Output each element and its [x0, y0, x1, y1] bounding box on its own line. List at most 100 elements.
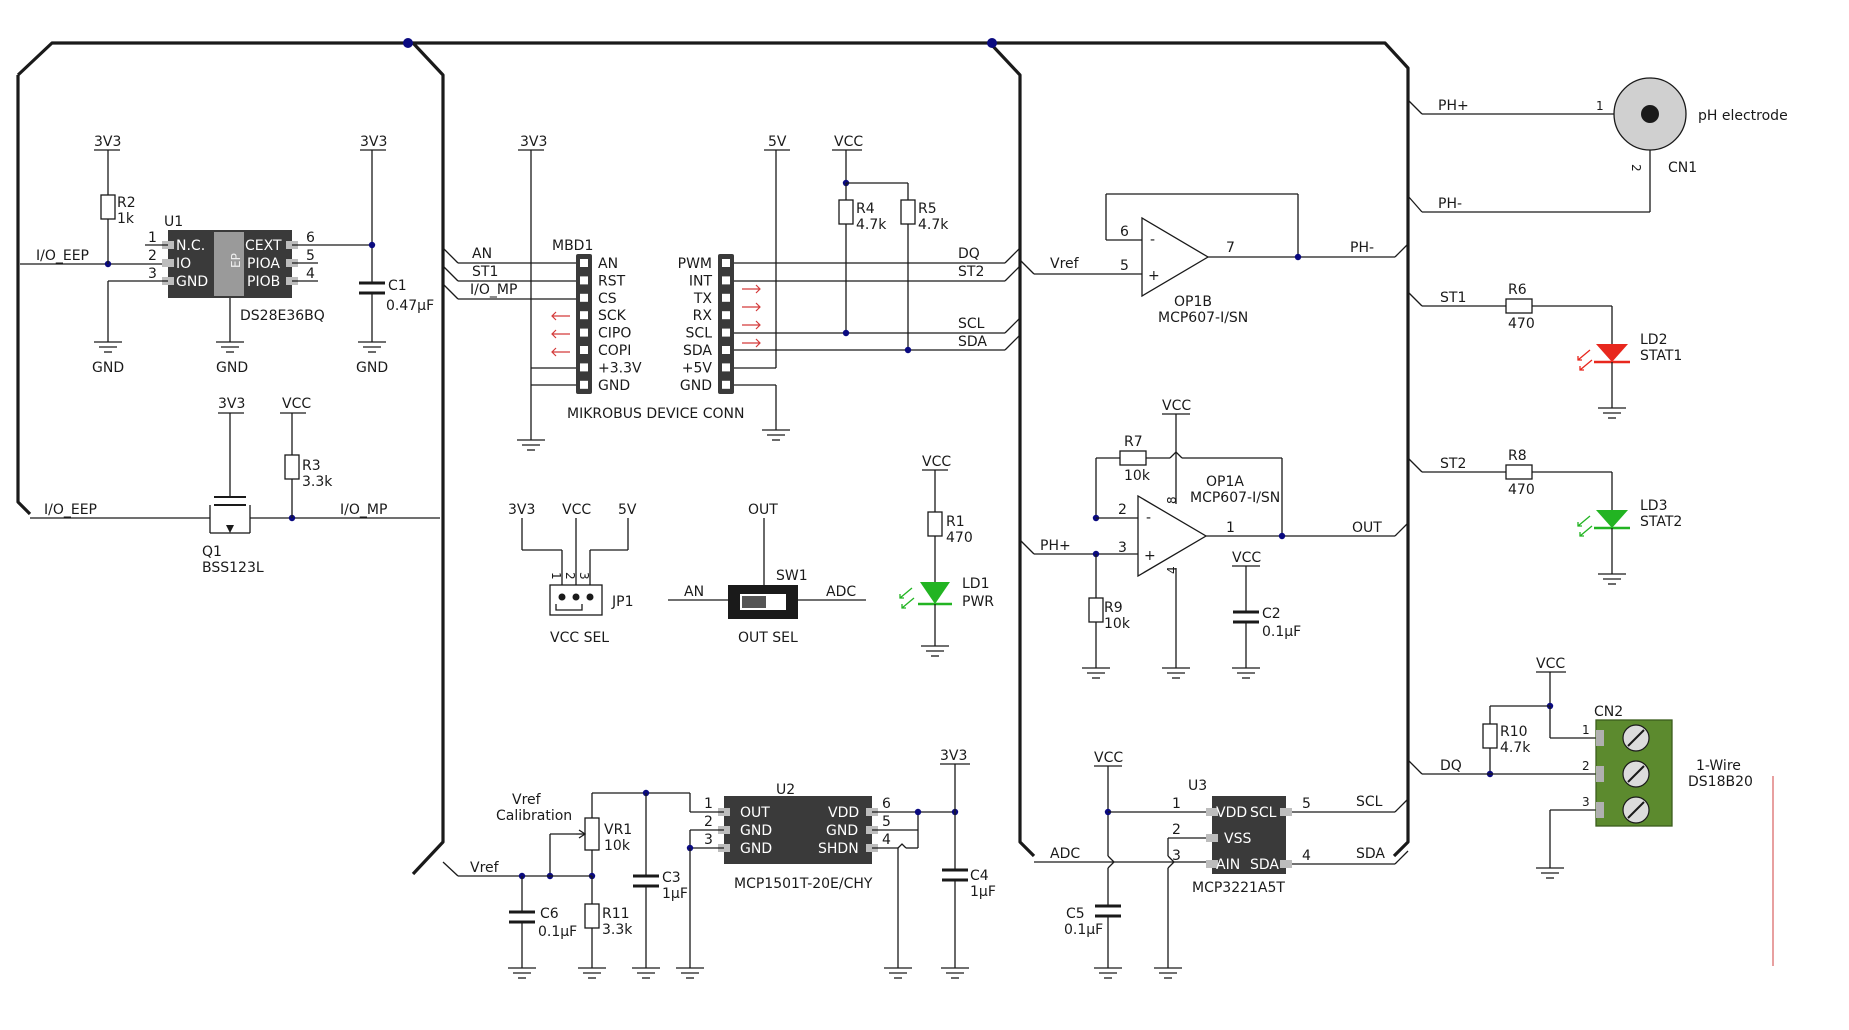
mbd1-right-pin-label: SCL: [686, 326, 713, 342]
net-io-eep-label: I/O_EEP: [36, 248, 89, 264]
op1a-part: MCP607-I/SN: [1190, 490, 1280, 506]
cn1-pin1: 1: [1596, 99, 1604, 113]
u3-pin3-num: 3: [1172, 848, 1181, 864]
u3-pin-scl: SCL: [1250, 805, 1277, 821]
c5-value: 0.1µF: [1064, 922, 1103, 938]
cn1-label: pH electrode: [1698, 108, 1788, 124]
r5-value: 4.7k: [918, 217, 949, 233]
op1b-pin5: 5: [1120, 258, 1129, 274]
c2-value: 0.1µF: [1262, 624, 1301, 640]
mbd1-left-pin-label: +3.3V: [598, 360, 642, 376]
u1-pin3-num: 3: [148, 266, 157, 282]
u3-pin-vss: VSS: [1224, 831, 1251, 847]
u2-part: MCP1501T-20E/CHY: [734, 876, 873, 892]
op1b-part: MCP607-I/SN: [1158, 310, 1248, 326]
u3-pin1-num: 1: [1172, 796, 1181, 812]
cn1-ref: CN1: [1668, 160, 1697, 176]
jp1-pin3: 3: [577, 572, 591, 580]
op1a-minus: -: [1146, 510, 1151, 526]
net-vref-bottom: Vref: [470, 860, 500, 876]
u2-pin-vdd: VDD: [828, 805, 859, 821]
mbd1-right-pin-pad: [722, 259, 730, 267]
u3-pin2-num: 2: [1172, 822, 1181, 838]
mbd1-ref: MBD1: [552, 238, 593, 254]
u3-section: U3 VDD VSS AIN SCL SDA 1 2 3 5 4 MCP3221…: [1034, 750, 1409, 979]
mbd1-5v-label: 5V: [768, 134, 787, 150]
mbd1-right-pin-label: INT: [689, 273, 713, 289]
r7-value: 10k: [1124, 468, 1151, 484]
mbd1-left-pin-pad: [580, 380, 588, 389]
mbd1-right-pin-label: SDA: [683, 343, 712, 359]
r10-ref: R10: [1500, 724, 1528, 740]
cn2-ref: CN2: [1594, 704, 1623, 720]
mbd1-left-pin-label: AN: [598, 256, 618, 272]
q1-part: BSS123L: [202, 560, 264, 576]
r1-ref: R1: [946, 514, 965, 530]
mbd1-right-pin-pad: [722, 363, 730, 372]
u1-pin-gnd: GND: [176, 274, 208, 290]
u3-pin-sda: SDA: [1250, 857, 1279, 873]
u1-gnd-label-2: GND: [216, 360, 248, 376]
net-out-label: OUT: [1352, 520, 1382, 536]
op1b-pin6: 6: [1120, 224, 1129, 240]
bus-outlines: [16, 38, 1410, 876]
r3-value: 3.3k: [302, 474, 333, 490]
u2-pin2-num: 2: [704, 814, 713, 830]
mbd1-left-pin-label: CIPO: [598, 326, 631, 342]
r8-value: 470: [1508, 482, 1535, 498]
op1a-pin2: 2: [1118, 502, 1127, 518]
mbd1-right-pin-pad: [722, 328, 730, 337]
u3-pin4-num: 4: [1302, 848, 1311, 864]
r6-ref: R6: [1508, 282, 1527, 298]
sw1-section: OUT SW1 AN ADC OUT SEL: [668, 502, 866, 646]
c1-gnd-label: GND: [356, 360, 388, 376]
mbd1-right-pin-label: RX: [693, 308, 713, 324]
u1-pin1-num: 1: [148, 230, 157, 246]
net-io-mp-label: I/O_MP: [470, 282, 517, 298]
cn2-pin3: 3: [1582, 795, 1590, 809]
net-vref-op1b: Vref: [1050, 256, 1080, 272]
net-st2-label: ST2: [958, 264, 984, 280]
cn2-label2: DS18B20: [1688, 774, 1753, 790]
jp1-title: VCC SEL: [550, 630, 609, 646]
ld2-led: [1596, 344, 1628, 362]
ld1-led: [920, 582, 950, 604]
mbd1-left-pin-pad: [580, 346, 588, 354]
ld2-ref: LD2: [1640, 332, 1668, 348]
jp1-vcc-label: VCC: [562, 502, 591, 518]
vr1-label2: Calibration: [496, 808, 572, 824]
mbd1-left-pin-pad: [580, 293, 588, 302]
mbd1-left-pin-pad: [580, 311, 588, 320]
cn2-label1: 1-Wire: [1696, 758, 1741, 774]
u2-section: U2 OUT GND GND VDD GND SHDN 1 2 3 6 5 4 …: [442, 748, 996, 979]
u3-ref: U3: [1188, 778, 1207, 794]
net-st2-right: ST2: [1440, 456, 1466, 472]
net-st1-label: ST1: [472, 264, 498, 280]
mbd1-left-pin-label: COPI: [598, 343, 631, 359]
mbd1-right-header: [718, 254, 734, 394]
net-sda-label: SDA: [958, 334, 987, 350]
net-io-eep-bottom: I/O_EEP: [44, 502, 97, 518]
u2-pin5-num: 5: [882, 814, 891, 830]
mbd1-left-pin-pad: [580, 259, 588, 267]
ld1-section: VCC R1 470 LD1 PWR: [899, 454, 994, 657]
ld1-ref: LD1: [962, 576, 990, 592]
u1-ref: U1: [164, 214, 183, 230]
r8-ref: R8: [1508, 448, 1527, 464]
mbd1-left-header: [576, 254, 592, 394]
r1-value: 470: [946, 530, 973, 546]
q1-section: I/O_EEP 3V3 Q1 BSS123L VCC R3 3.3k I/O_M…: [30, 396, 440, 576]
jp1-3v3-label: 3V3: [508, 502, 535, 518]
c1-value: 0.47µF: [386, 298, 434, 314]
cn2-pin1: 1: [1582, 723, 1590, 737]
net-ph-minus-cn1: PH-: [1438, 196, 1462, 212]
op1a-pin8: 8: [1165, 496, 1179, 504]
mbd1-right-pin-pad: [722, 293, 730, 302]
u2-pin3-num: 3: [704, 832, 713, 848]
u2-pin1-num: 1: [704, 796, 713, 812]
mbd1-direction-arrows: [551, 284, 761, 357]
u1-section: I/O_EEP 3V3 R2 1k U1 EP N.C. IO GND CEXT…: [20, 134, 434, 376]
r5-ref: R5: [918, 201, 937, 217]
